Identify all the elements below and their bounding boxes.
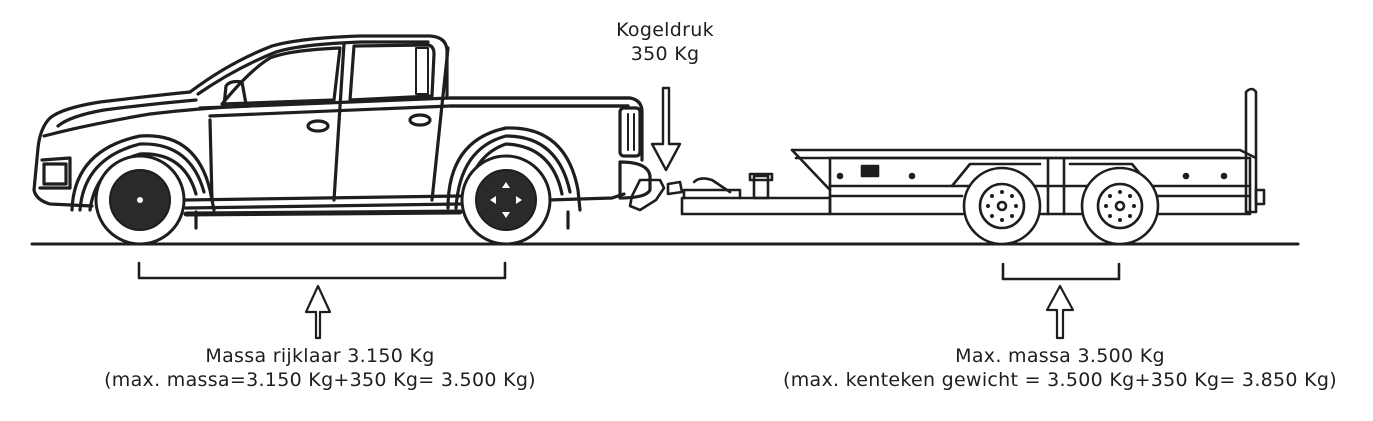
truck-front-wheel (94, 154, 186, 246)
trailer-mass-caption: Max. massa 3.500 Kg (max. kenteken gewic… (740, 344, 1373, 392)
pickup-truck-illustration (32, 34, 666, 230)
tongue-weight-value: 350 Kg (630, 43, 700, 65)
truck-mass-line2: (max. massa=3.150 Kg+350 Kg= 3.500 Kg) (104, 369, 536, 391)
truck-mass-caption: Massa rijklaar 3.150 Kg (max. massa=3.15… (60, 344, 580, 392)
truck-rear-wheel (460, 154, 552, 246)
trailer-load-arrow-icon (1045, 284, 1075, 340)
truck-mass-line1: Massa rijklaar 3.150 Kg (205, 345, 435, 367)
truck-axle-bracket (137, 261, 507, 280)
tongue-weight-arrow-icon (650, 86, 682, 172)
truck-load-arrow-icon (304, 284, 332, 340)
trailer-rear-wheel (1080, 166, 1160, 246)
tongue-weight-label: Kogeldruk 350 Kg (595, 18, 735, 66)
trailer-front-wheel (962, 166, 1042, 246)
trailer-mass-line2: (max. kenteken gewicht = 3.500 Kg+350 Kg… (782, 369, 1337, 391)
trailer-axle-bracket (1001, 262, 1121, 281)
trailer-mass-line1: Max. massa 3.500 Kg (955, 345, 1165, 367)
tongue-weight-title: Kogeldruk (616, 19, 714, 41)
